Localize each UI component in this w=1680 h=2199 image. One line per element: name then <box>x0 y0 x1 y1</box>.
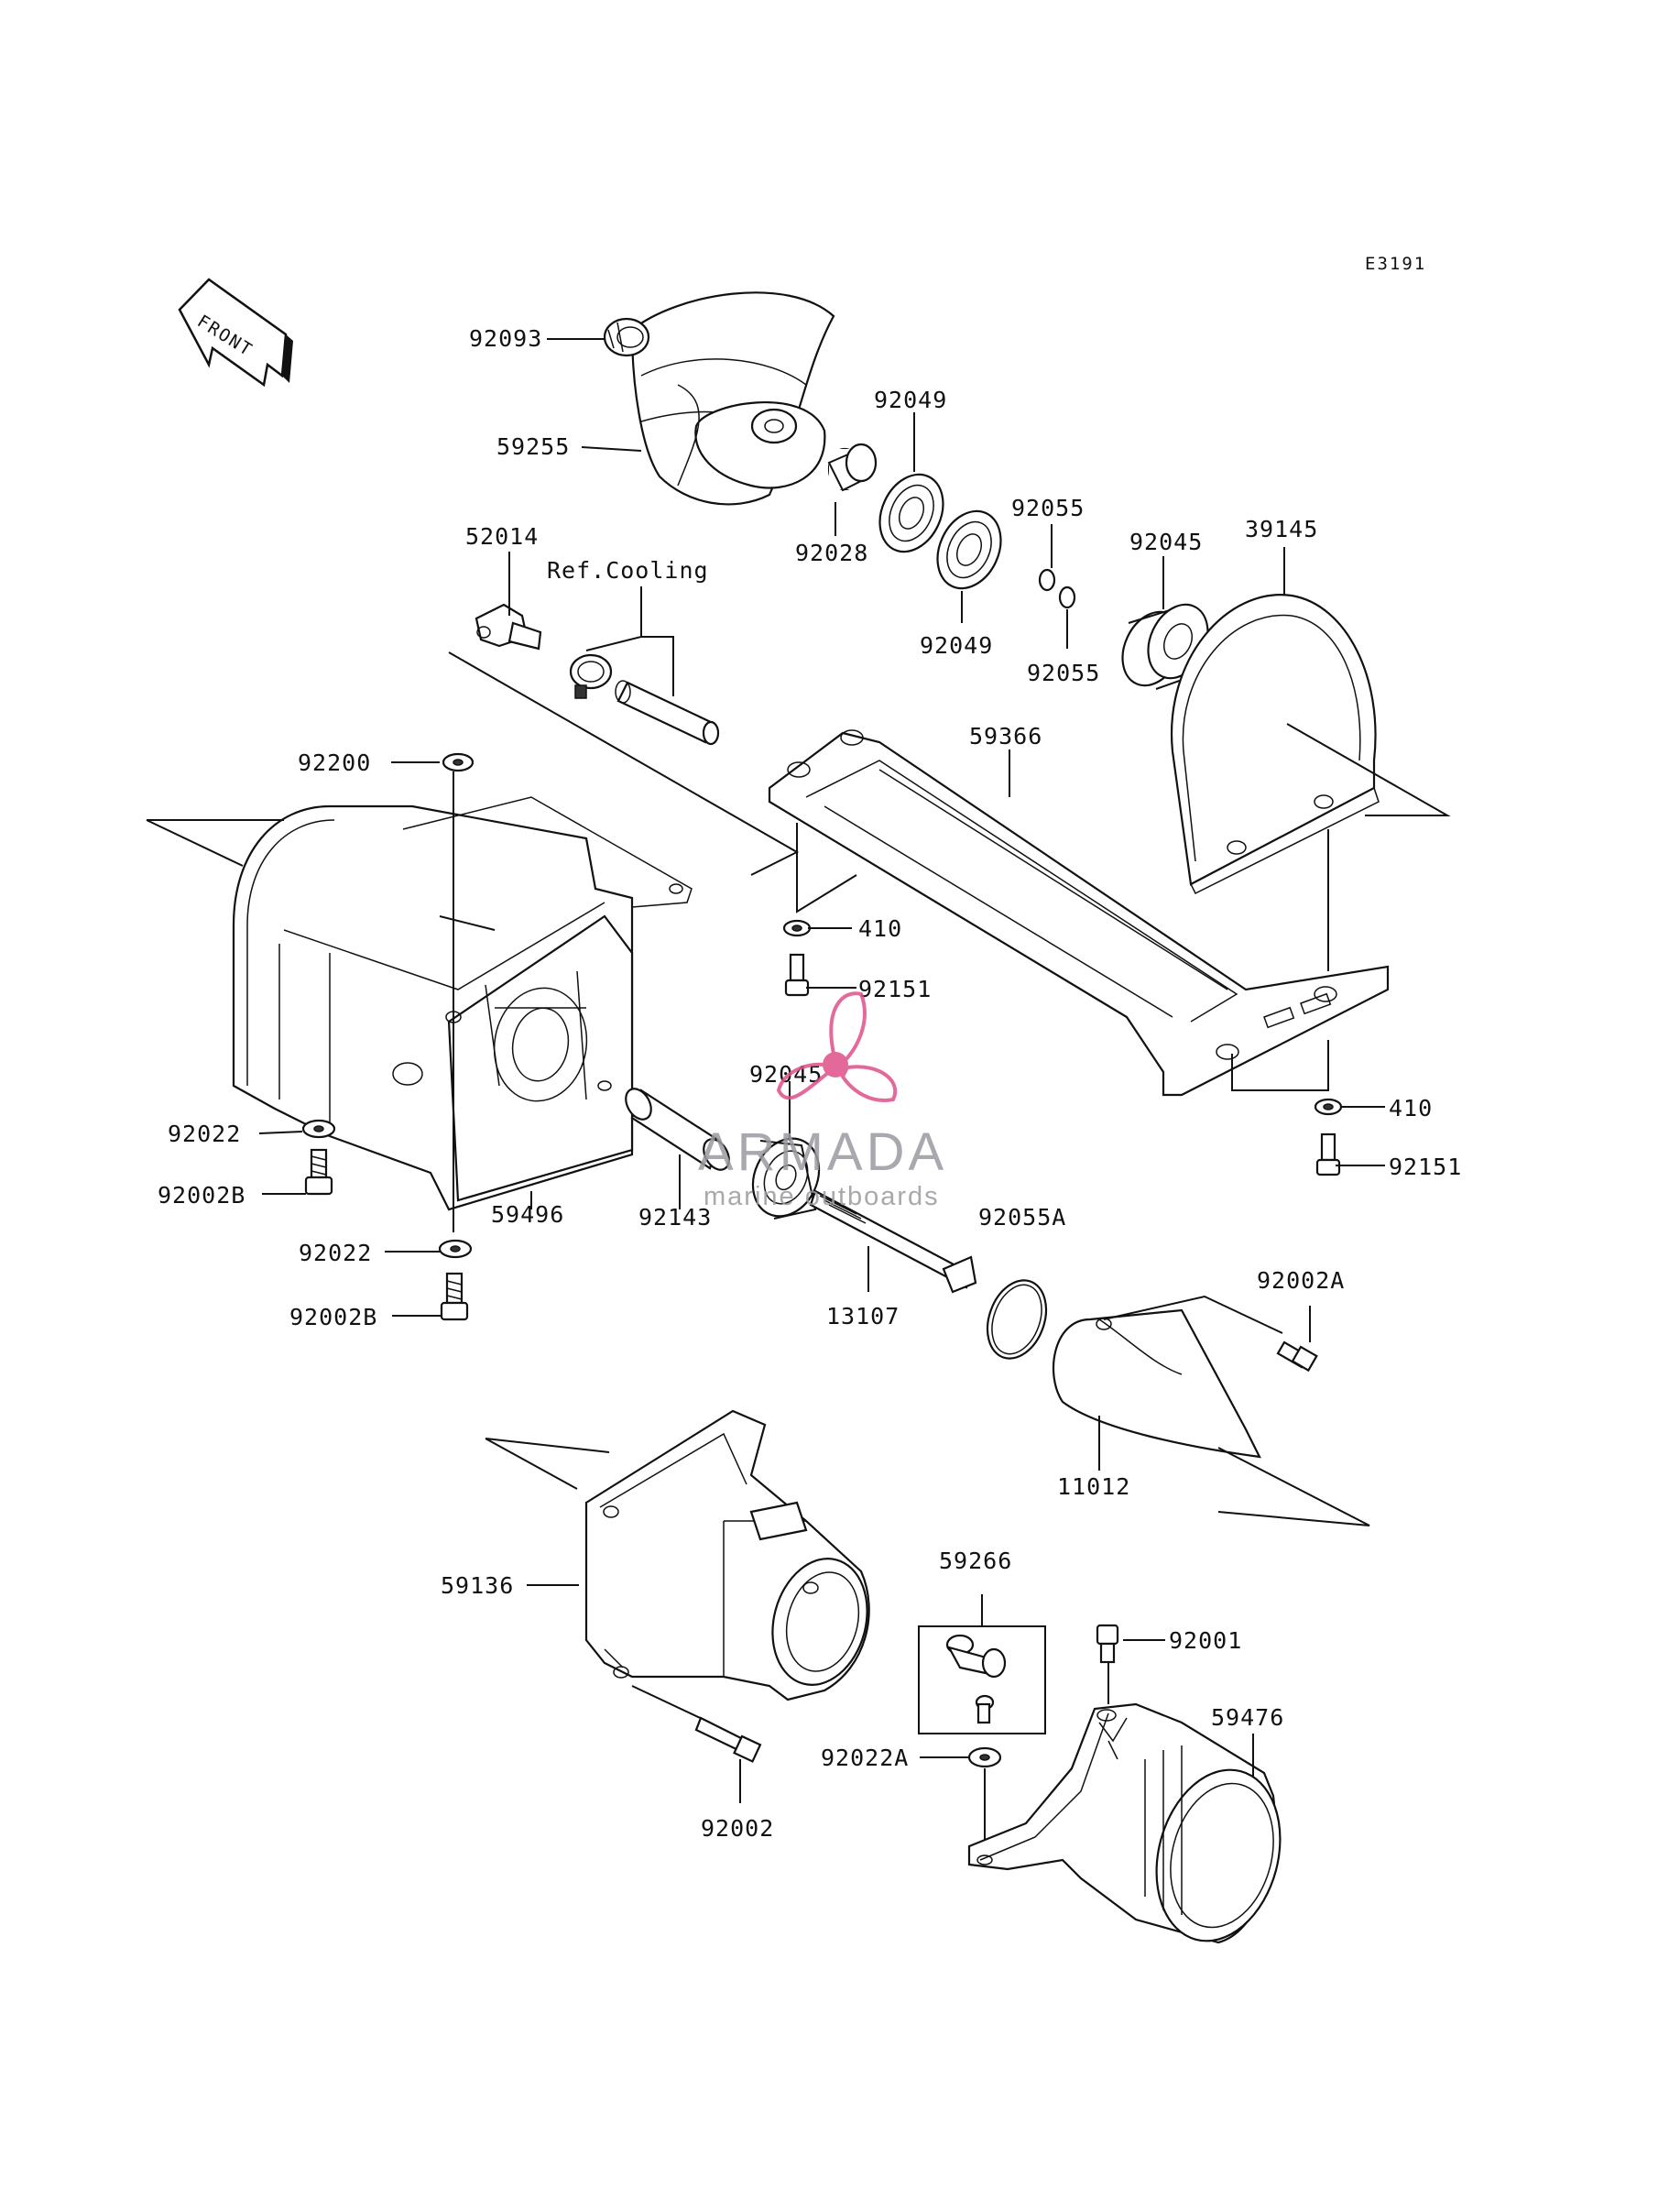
bolt-92151-left <box>784 953 810 997</box>
watermark-title: ARMADA <box>698 1122 947 1182</box>
part-label-92055A: 92055A <box>978 1204 1066 1231</box>
part-label-59476: 59476 <box>1211 1704 1284 1731</box>
bolt-92001 <box>1096 1624 1119 1664</box>
part-label-92143: 92143 <box>638 1204 712 1231</box>
armada-watermark: ARMADA marine outboards <box>698 991 947 1211</box>
sleeve-92143 <box>625 1088 730 1171</box>
part-label-92049-lower: 92049 <box>920 632 993 659</box>
part-label-92002B-lower: 92002B <box>289 1304 377 1330</box>
bearing-92049-lower <box>936 509 1002 590</box>
nozzle-59136 <box>485 1409 870 1701</box>
seal-92093 <box>603 317 650 357</box>
part-label-52014: 52014 <box>465 523 539 550</box>
propeller-logo-icon <box>776 991 897 1102</box>
pump-case-59496 <box>146 796 693 1211</box>
plate-right-leader <box>1231 1040 1329 1091</box>
part-label-92055-lower: 92055 <box>1027 660 1100 686</box>
diagram-code: E3191 <box>1365 254 1426 274</box>
part-label-11012: 11012 <box>1057 1473 1130 1500</box>
part-label-92002B-upper: 92002B <box>158 1182 245 1209</box>
shaft-13107 <box>809 1189 977 1294</box>
plate-left-leader <box>796 823 857 914</box>
part-label-92002: 92002 <box>701 1815 774 1842</box>
washer-92022-upper <box>301 1119 336 1139</box>
part-label-92022A: 92022A <box>821 1745 909 1771</box>
ref-cooling-label: Ref.Cooling <box>547 557 709 584</box>
leader-lines <box>258 338 1385 1803</box>
case-leader-line <box>439 915 496 931</box>
part-label-13107: 13107 <box>826 1303 900 1329</box>
hose-clamp <box>569 653 613 699</box>
part-label-59496: 59496 <box>491 1201 564 1228</box>
part-label-92151-right: 92151 <box>1389 1154 1462 1180</box>
part-label-92001: 92001 <box>1169 1627 1242 1654</box>
kit-box-59266 <box>918 1625 1046 1734</box>
part-label-92049-upper: 92049 <box>874 387 947 413</box>
part-label-59366: 59366 <box>969 723 1042 749</box>
front-arrow-icon: FRONT <box>178 278 293 388</box>
part-label-92151-left: 92151 <box>858 976 932 1002</box>
bolt-92002B-upper <box>304 1148 333 1196</box>
part-label-92045-upper: 92045 <box>1129 529 1203 555</box>
cooling-hose <box>615 680 720 746</box>
part-label-92022-lower: 92022 <box>299 1240 372 1266</box>
washer-410-left <box>782 919 812 937</box>
part-label-59136: 59136 <box>441 1572 514 1599</box>
part-label-92028: 92028 <box>795 540 868 566</box>
collar-92028 <box>827 443 878 492</box>
cone-11012 <box>1052 1295 1370 1526</box>
part-label-39145: 39145 <box>1245 516 1318 542</box>
part-label-92055-upper: 92055 <box>1011 495 1085 521</box>
washer-410-right <box>1314 1098 1343 1116</box>
bearing-92045-lower <box>751 1137 821 1220</box>
watermark-subtitle: marine outboards <box>704 1182 940 1211</box>
plate-59366 <box>768 729 1390 1097</box>
part-label-92200: 92200 <box>298 749 371 776</box>
bolt-92002A <box>1276 1340 1318 1373</box>
part-label-410-right: 410 <box>1389 1095 1433 1121</box>
part-label-59255: 59255 <box>496 433 570 460</box>
part-label-410-left: 410 <box>858 915 902 942</box>
part-label-92002A: 92002A <box>1257 1267 1345 1294</box>
part-label-59266: 59266 <box>939 1548 1012 1574</box>
o-ring-92055A <box>986 1279 1048 1360</box>
bolt-92151-right <box>1315 1132 1341 1176</box>
washer-92022-lower <box>438 1239 473 1259</box>
part-label-92022-upper: 92022 <box>168 1121 241 1147</box>
steering-nozzle-59476 <box>967 1702 1282 1944</box>
part-label-92093: 92093 <box>469 325 542 352</box>
o-rings-92055 <box>1038 568 1076 609</box>
washer-92200 <box>442 752 475 772</box>
bolt-92002B-lower <box>440 1272 469 1321</box>
strainer-39145 <box>1170 594 1451 895</box>
bolt-92002 <box>631 1685 762 1763</box>
washer-92022A <box>967 1746 1002 1768</box>
impeller-59255 <box>630 291 835 506</box>
elbow-52014 <box>475 603 542 651</box>
bearing-92049-upper <box>878 473 944 553</box>
